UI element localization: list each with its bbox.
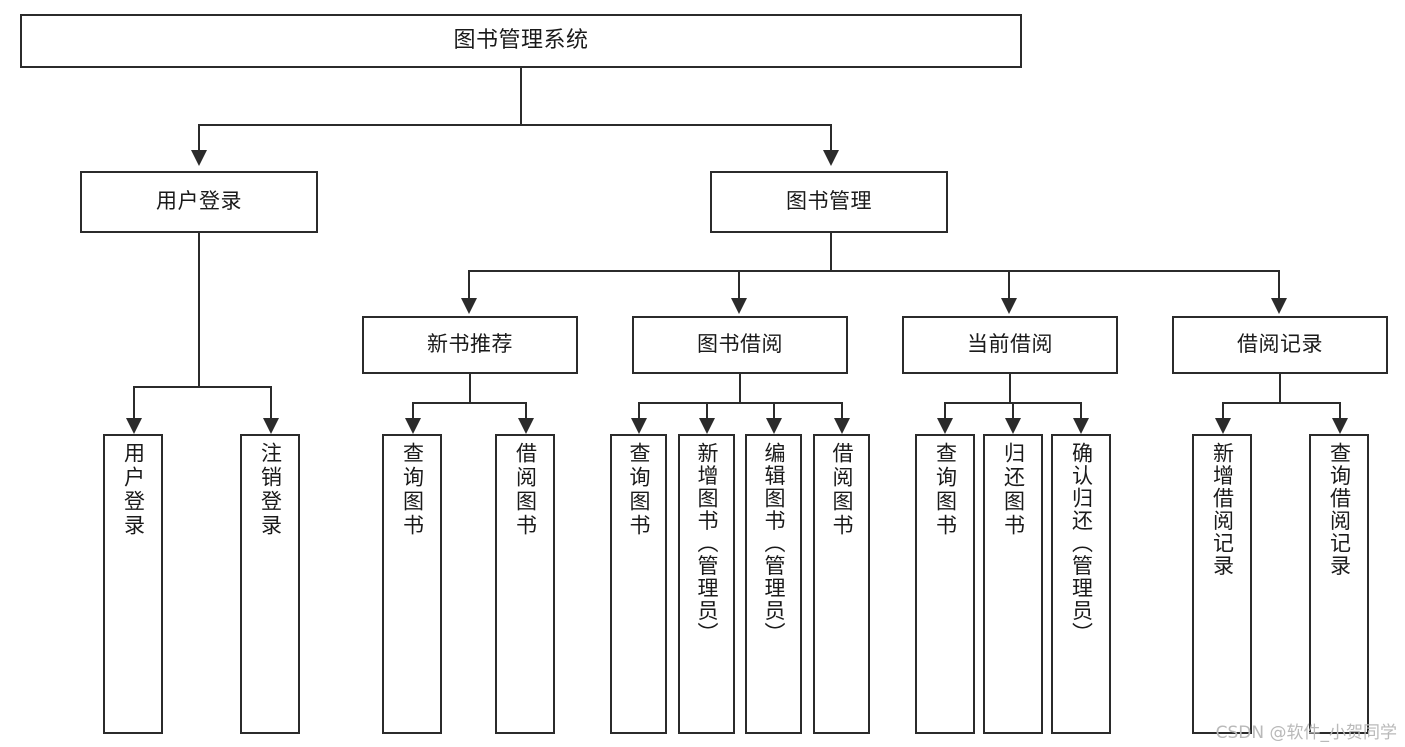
arrowhead-book-borrow-leaf-4: [834, 418, 850, 434]
connector-new-book-to-leaf-1: [412, 402, 414, 418]
connector-root-bus: [198, 124, 832, 126]
connector-book-borrow-to-leaf-2: [706, 402, 708, 418]
node-book-borrow[interactable]: 图书借阅: [632, 316, 848, 374]
connector-book-borrow-to-leaf-3: [773, 402, 775, 418]
connector-user-login-bus: [133, 386, 270, 388]
connector-new-book-bus: [412, 402, 527, 404]
node-label: 图书借阅: [697, 332, 783, 357]
connector-borrow-records-to-leaf-1: [1222, 402, 1224, 418]
leaf-user-login-logout[interactable]: 注销登录: [240, 434, 300, 734]
connector-book-borrow-to-leaf-4: [841, 402, 843, 418]
connector-book-borrow-to-leaf-1: [638, 402, 640, 418]
arrowhead-user-login-leaf-2: [263, 418, 279, 434]
node-label: 归还图书: [1001, 442, 1026, 538]
leaf-current-borrow-query-books[interactable]: 查询图书: [915, 434, 975, 734]
leaf-new-book-query-books[interactable]: 查询图书: [382, 434, 442, 734]
connector-current-borrow-stem: [1009, 374, 1011, 402]
connector-borrow-records-to-leaf-2: [1339, 402, 1341, 418]
leaf-book-borrow-borrow-books[interactable]: 借阅图书: [813, 434, 870, 734]
arrowhead-borrow-records-leaf-1: [1215, 418, 1231, 434]
leaf-borrow-records-add-record[interactable]: 新增借阅记录: [1192, 434, 1252, 734]
connector-user-login-to-leaf-1: [133, 386, 135, 418]
leaf-book-borrow-edit-book-admin[interactable]: 编辑图书（管理员）: [745, 434, 802, 734]
arrowhead-book-borrow-leaf-2: [699, 418, 715, 434]
arrowhead-to-book-borrow: [731, 298, 747, 314]
connector-current-borrow-to-leaf-2: [1012, 402, 1014, 418]
arrowhead-user-login-leaf-1: [126, 418, 142, 434]
arrowhead-to-borrow-records: [1271, 298, 1287, 314]
leaf-current-borrow-return-books[interactable]: 归还图书: [983, 434, 1043, 734]
node-label: 借阅图书: [830, 442, 854, 538]
connector-root-to-book-mgmt: [830, 124, 832, 150]
arrowhead-current-borrow-leaf-1: [937, 418, 953, 434]
node-label: 确认归还（管理员）: [1069, 442, 1094, 645]
connector-to-new-book: [468, 270, 470, 298]
arrowhead-borrow-records-leaf-2: [1332, 418, 1348, 434]
node-label: 用户登录: [156, 189, 242, 214]
leaf-book-borrow-query-books[interactable]: 查询图书: [610, 434, 667, 734]
node-label: 借阅记录: [1237, 332, 1323, 357]
connector-book-borrow-stem: [739, 374, 741, 402]
connector-book-mgmt-bus: [468, 270, 1280, 272]
connector-to-borrow-records: [1278, 270, 1280, 298]
node-label: 借阅图书: [513, 442, 538, 538]
arrowhead-new-book-leaf-1: [405, 418, 421, 434]
node-label: 当前借阅: [967, 332, 1053, 357]
node-label: 编辑图书（管理员）: [762, 442, 786, 645]
leaf-book-borrow-add-book-admin[interactable]: 新增图书（管理员）: [678, 434, 735, 734]
node-label: 新书推荐: [427, 332, 513, 357]
leaf-borrow-records-query-record[interactable]: 查询借阅记录: [1309, 434, 1369, 734]
leaf-user-login-login[interactable]: 用户登录: [103, 434, 163, 734]
node-label: 查询图书: [400, 442, 425, 538]
connector-user-login-stem: [198, 233, 200, 386]
leaf-current-borrow-confirm-return-admin[interactable]: 确认归还（管理员）: [1051, 434, 1111, 734]
arrowhead-book-borrow-leaf-1: [631, 418, 647, 434]
arrowhead-to-current-borrow: [1001, 298, 1017, 314]
arrowhead-current-borrow-leaf-2: [1005, 418, 1021, 434]
connector-borrow-records-bus: [1222, 402, 1339, 404]
watermark-text: CSDN @软件_小贺同学: [1215, 723, 1397, 743]
connector-book-borrow-bus: [638, 402, 842, 404]
node-label: 查询图书: [933, 442, 958, 538]
connector-new-book-stem: [469, 374, 471, 402]
arrowhead-to-user-login: [191, 150, 207, 166]
node-user-login[interactable]: 用户登录: [80, 171, 318, 233]
connector-new-book-to-leaf-2: [525, 402, 527, 418]
connector-user-login-to-leaf-2: [270, 386, 272, 418]
connector-borrow-records-stem: [1279, 374, 1281, 402]
node-label: 用户登录: [121, 442, 146, 538]
arrowhead-book-borrow-leaf-3: [766, 418, 782, 434]
node-root-system[interactable]: 图书管理系统: [20, 14, 1022, 68]
arrowhead-to-book-mgmt: [823, 150, 839, 166]
node-new-book-recommend[interactable]: 新书推荐: [362, 316, 578, 374]
leaf-new-book-borrow-books[interactable]: 借阅图书: [495, 434, 555, 734]
connector-root-to-user-login: [198, 124, 200, 150]
arrowhead-new-book-leaf-2: [518, 418, 534, 434]
node-book-management[interactable]: 图书管理: [710, 171, 948, 233]
node-current-borrow[interactable]: 当前借阅: [902, 316, 1118, 374]
arrowhead-current-borrow-leaf-3: [1073, 418, 1089, 434]
node-label: 图书管理: [786, 189, 872, 214]
connector-book-mgmt-stem: [830, 233, 832, 270]
connector-current-borrow-to-leaf-1: [944, 402, 946, 418]
node-label: 新增借阅记录: [1210, 442, 1235, 577]
connector-to-book-borrow: [738, 270, 740, 298]
node-borrow-records[interactable]: 借阅记录: [1172, 316, 1388, 374]
node-label: 查询图书: [627, 442, 651, 538]
connector-root-stem: [520, 68, 522, 124]
connector-current-borrow-to-leaf-3: [1080, 402, 1082, 418]
arrowhead-to-new-book: [461, 298, 477, 314]
connector-to-current-borrow: [1008, 270, 1010, 298]
node-label: 注销登录: [258, 442, 283, 538]
node-label: 新增图书（管理员）: [695, 442, 719, 645]
node-label: 图书管理系统: [453, 27, 589, 53]
node-label: 查询借阅记录: [1327, 442, 1352, 577]
